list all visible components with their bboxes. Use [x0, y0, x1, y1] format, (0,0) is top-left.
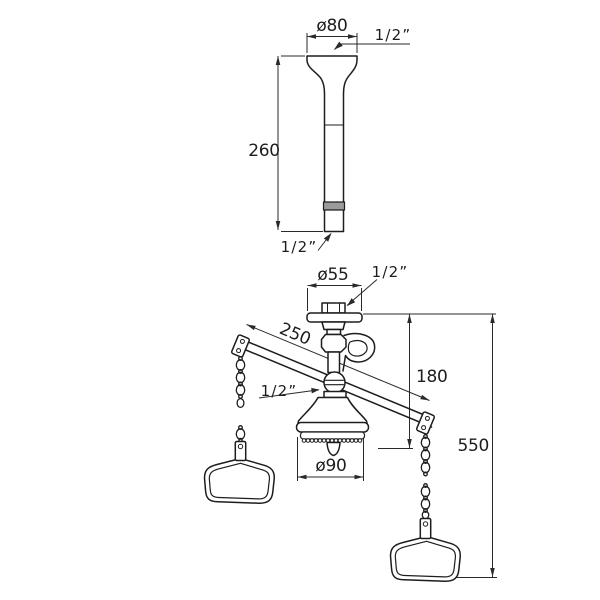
right-pull-chain [420, 434, 431, 520]
leader-thread-head [258, 389, 320, 399]
left-handle-tab [234, 440, 247, 462]
center-drop-cone [326, 441, 341, 457]
shower-head-bell [297, 396, 368, 424]
right-handle-tab [419, 517, 432, 540]
label-thread-inlet-end: 1/2” [281, 238, 318, 256]
dimension-labels: ø80 1/2” 260 1/2” ø55 1/2” 250 180 1/2” … [248, 16, 489, 476]
shower-head [295, 390, 370, 457]
flow-screw [323, 371, 346, 394]
dimension-lines [246, 33, 497, 578]
lever-knob [320, 333, 347, 353]
dim-dia-head-lines [297, 437, 364, 481]
right-pull-handle [389, 535, 462, 582]
ceiling-inlet-pipe [306, 55, 358, 233]
label-inlet-length: 260 [248, 141, 280, 161]
left-pull-handle [203, 457, 275, 504]
label-thread-flange: 1/2” [372, 263, 409, 281]
dim-head-drop-lines [378, 314, 413, 449]
spray-nozzles [301, 438, 363, 443]
label-arm-length: 250 [277, 319, 314, 350]
right-chain-bracket [415, 411, 436, 435]
label-dia-head: ø90 [315, 456, 346, 476]
label-dia-flange: ø55 [317, 265, 348, 285]
label-total-drop: 550 [457, 436, 489, 456]
mixing-lever [320, 332, 376, 372]
valve-body-pipe [327, 351, 341, 374]
fixture-drawing [203, 55, 462, 582]
left-pull-chain [235, 356, 246, 443]
label-dia-inlet: ø80 [316, 16, 347, 36]
label-thread-inlet: 1/2” [375, 26, 412, 44]
dimension-arrowheads [246, 34, 495, 577]
flange-hex-nut [321, 321, 346, 331]
ceiling-flange [306, 302, 363, 336]
pipe-end-nut-band [322, 201, 346, 211]
dim-inlet-length-lines [277, 55, 323, 232]
left-chain-bracket [230, 334, 251, 358]
label-head-drop: 180 [416, 367, 448, 387]
leader-thread-inlet [334, 43, 410, 50]
shower-head-rim [295, 421, 370, 433]
dim-total-drop-lines [455, 314, 497, 578]
label-thread-head: 1/2” [261, 382, 298, 400]
